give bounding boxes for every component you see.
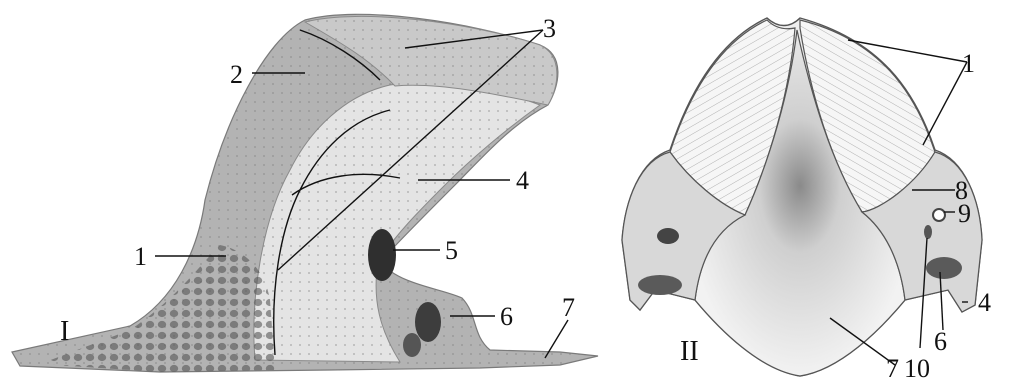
- label-i-3: 3: [543, 14, 556, 43]
- notch-left: [638, 275, 682, 295]
- cavity-5: [368, 229, 396, 281]
- label-i-1: 1: [134, 242, 147, 271]
- label-ii-1: 1: [962, 49, 975, 78]
- label-ii-9: 9: [958, 199, 971, 228]
- figure-ii-numeral: II: [680, 336, 699, 367]
- label-ii-7: 7: [886, 354, 899, 383]
- label-i-2: 2: [230, 60, 243, 89]
- foramen-9: [933, 209, 945, 221]
- label-ii-10: 10: [904, 354, 930, 383]
- notch-right: [926, 257, 962, 279]
- label-i-5: 5: [445, 236, 458, 265]
- cavity-6: [415, 302, 441, 342]
- figure-ii-drawing: [622, 18, 982, 376]
- label-i-6: 6: [500, 302, 513, 331]
- foramen-10: [924, 225, 932, 239]
- label-ii-6: 6: [934, 327, 947, 356]
- label-i-7: 7: [562, 293, 575, 322]
- cavity-6b: [403, 333, 421, 357]
- foramen-left: [657, 228, 679, 244]
- label-ii-4: 4: [978, 288, 991, 317]
- label-i-4: 4: [516, 166, 529, 195]
- figure-i-numeral: I: [60, 316, 69, 347]
- leader-ii-1b: [923, 62, 967, 145]
